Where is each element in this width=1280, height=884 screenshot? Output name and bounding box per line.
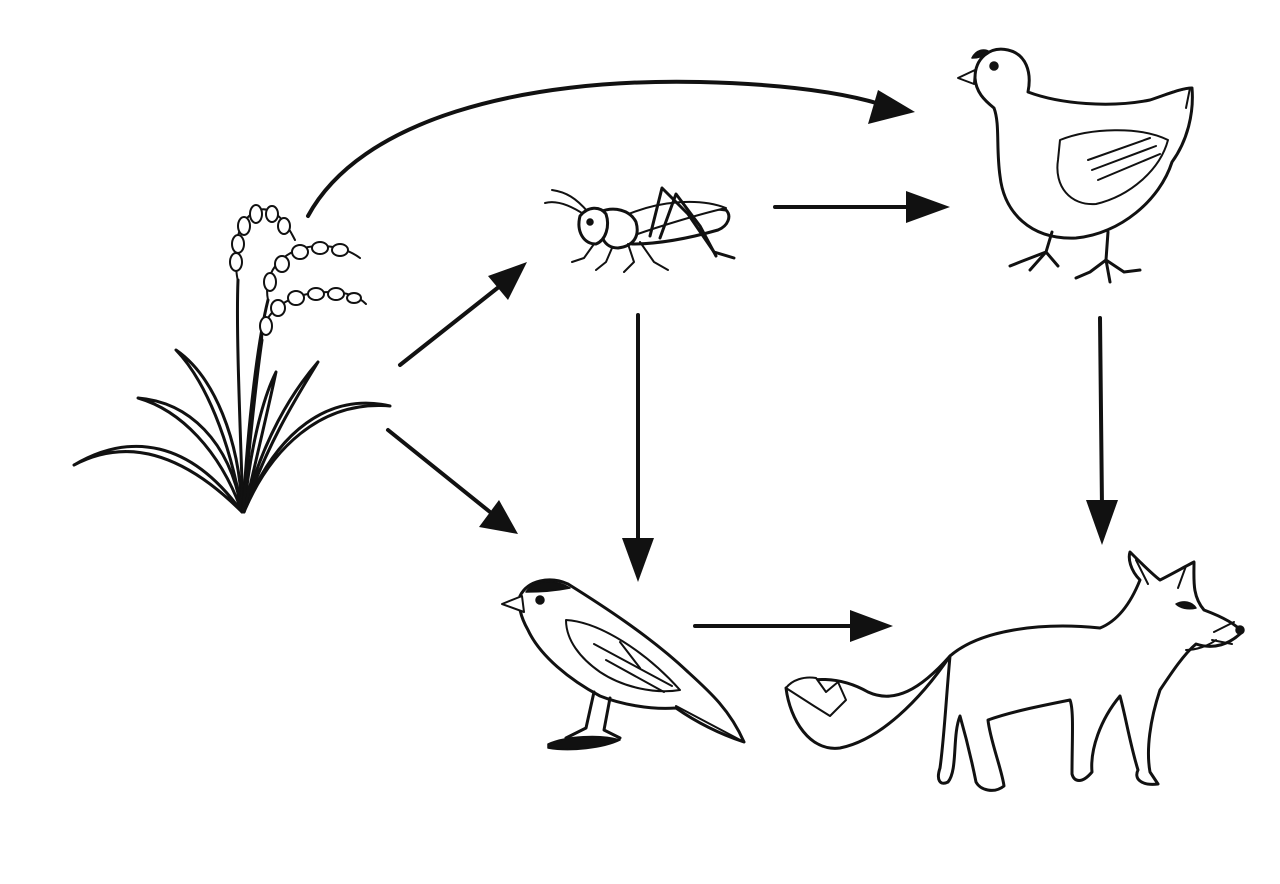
rice-grains xyxy=(229,204,362,336)
arrow-sparrow-to-fox xyxy=(693,610,893,642)
arrow-grasshopper-to-sparrow xyxy=(622,313,654,582)
arrow-rice-to-sparrow xyxy=(386,428,518,534)
rice-plant-icon xyxy=(72,204,392,514)
arrow-rice-to-chicken xyxy=(306,79,915,218)
arrow-rice-to-grasshopper xyxy=(398,262,527,367)
arrow-grasshopper-to-chicken xyxy=(773,191,950,223)
sparrow-icon xyxy=(501,578,746,751)
arrow-chicken-to-fox xyxy=(1086,316,1118,545)
arrows xyxy=(306,79,1118,642)
fox-icon xyxy=(784,550,1245,792)
grasshopper-icon xyxy=(544,186,736,273)
chicken-icon xyxy=(957,47,1194,284)
